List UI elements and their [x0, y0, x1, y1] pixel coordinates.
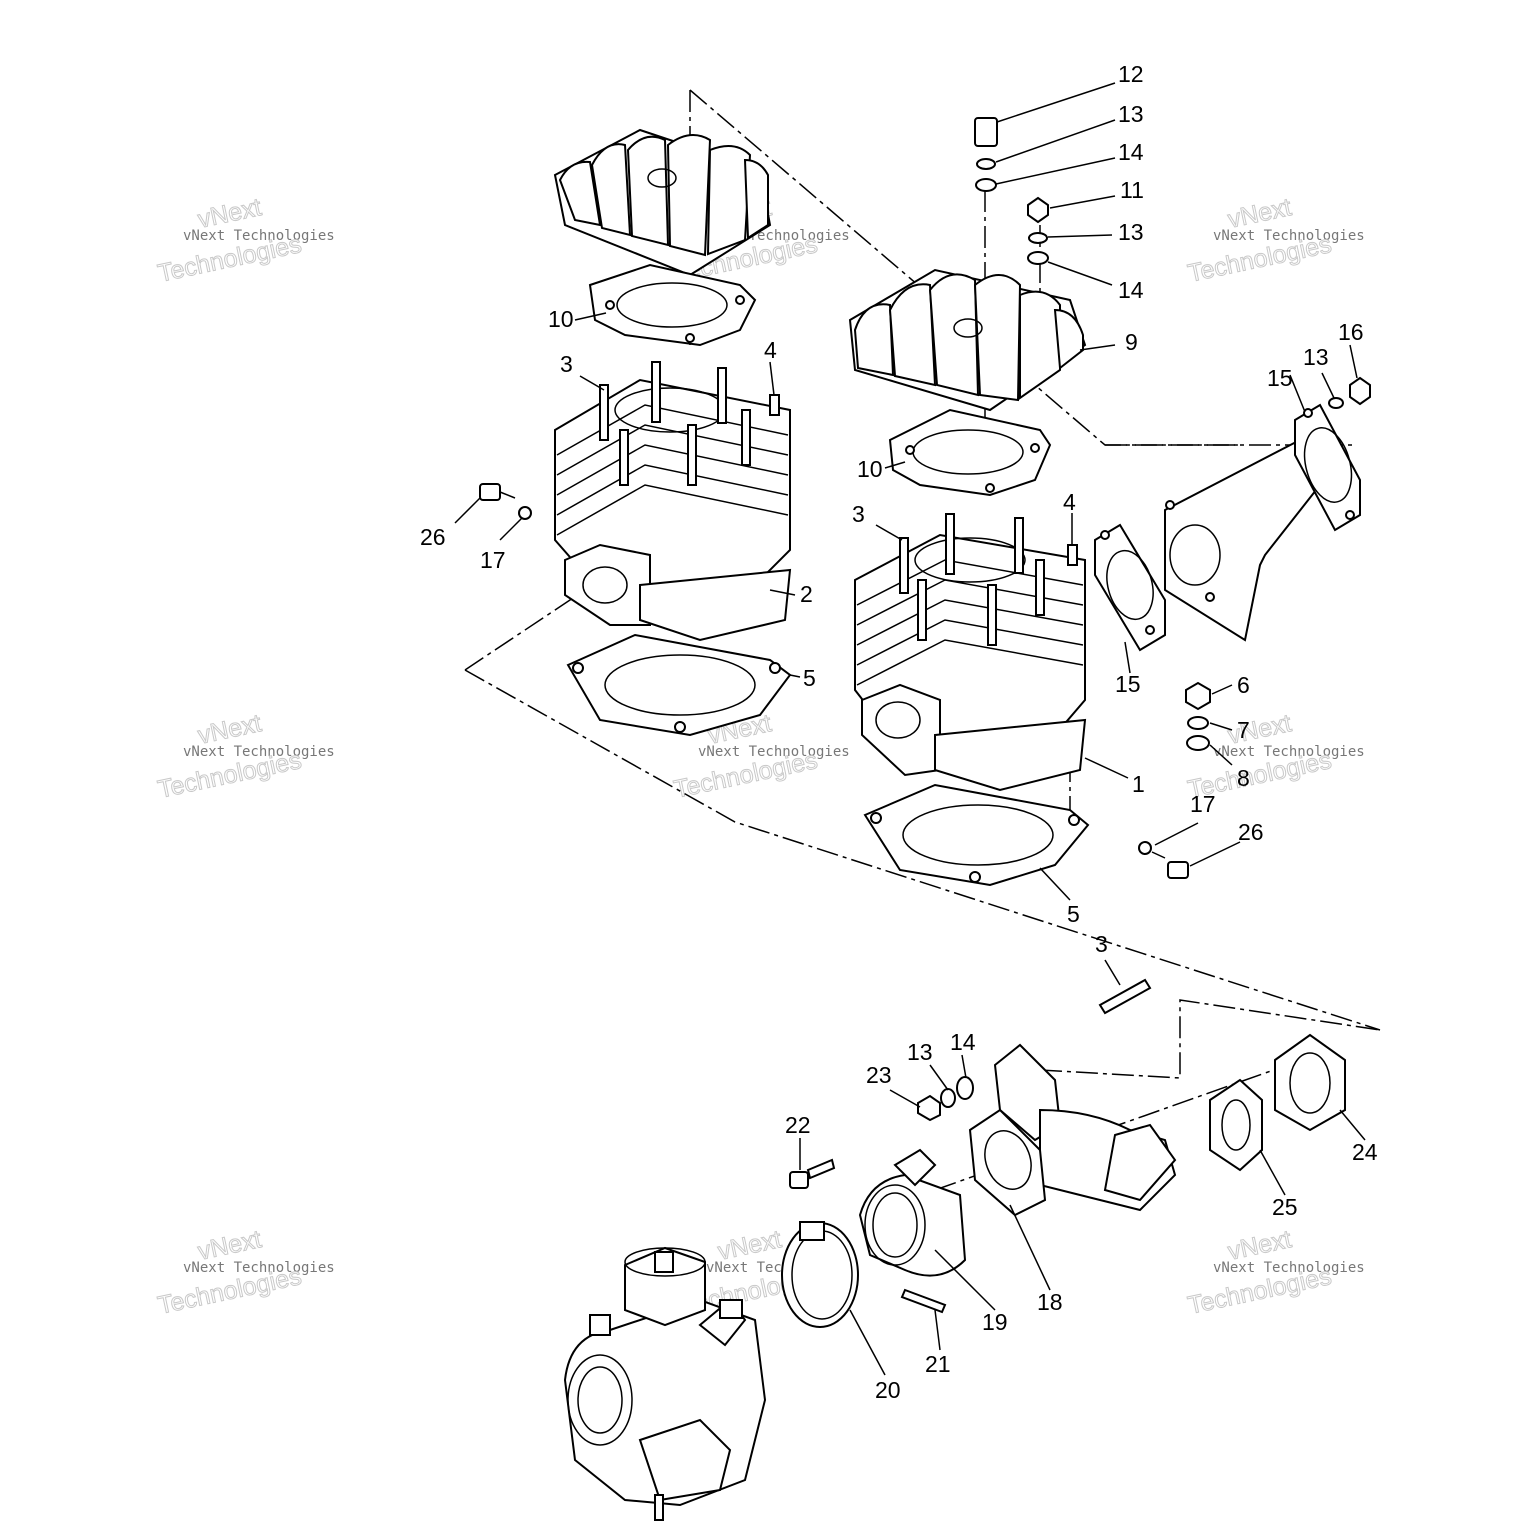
callout-1: 1 — [1132, 771, 1145, 797]
callout-11: 11 — [1120, 177, 1144, 203]
callout-15: 15 — [1267, 365, 1293, 391]
callout-25: 25 — [1272, 1194, 1298, 1220]
callout-14: 14 — [1118, 139, 1144, 165]
callout-20: 20 — [875, 1377, 901, 1403]
callout-5: 5 — [803, 665, 816, 691]
callout-13: 13 — [1118, 219, 1144, 245]
callout-22: 22 — [785, 1112, 811, 1138]
callout-5: 5 — [1067, 901, 1080, 927]
callout-13: 13 — [1303, 344, 1329, 370]
right-cylinder — [854, 513, 1087, 792]
intake-nut-washers — [917, 1076, 974, 1122]
callout-3: 3 — [560, 351, 573, 377]
callout-15: 15 — [1115, 671, 1141, 697]
callout-6: 6 — [1237, 672, 1250, 698]
intake-gasket-25 — [1209, 1078, 1263, 1172]
leader-lines — [454, 82, 1366, 1376]
callout-labels: 12 13 14 11 13 14 9 16 13 15 10 3 4 10 3… — [420, 61, 1378, 1403]
intake-clamp — [781, 1221, 859, 1328]
callout-4: 4 — [1063, 489, 1076, 515]
intake-manifold — [968, 1043, 1177, 1217]
watermark-top-left: vNext vNext Technologies Technologies — [155, 193, 335, 289]
callout-17: 17 — [1190, 791, 1216, 817]
intake-stud — [1098, 978, 1152, 1015]
right-base-gasket — [863, 783, 1090, 887]
exhaust-heat-shield — [1164, 438, 1322, 642]
top-hardware-stack — [974, 117, 1371, 409]
callout-14: 14 — [950, 1029, 976, 1055]
callout-21: 21 — [925, 1351, 951, 1377]
bolt-22 — [789, 1158, 836, 1189]
callout-10: 10 — [857, 456, 883, 482]
callout-16: 16 — [1338, 319, 1364, 345]
svg-text:vNext Technologies: vNext Technologies — [1213, 228, 1365, 244]
watermark-bottom-right: vNext vNext Technologies Technologies — [1185, 1225, 1365, 1321]
watermark-bottom-left: vNext vNext Technologies Technologies — [155, 1225, 335, 1321]
watermark-mid-left: vNext vNext Technologies Technologies — [155, 709, 335, 805]
left-cylinder — [554, 361, 792, 642]
exhaust-gasket-front — [1094, 523, 1166, 652]
callout-13: 13 — [1118, 101, 1144, 127]
right-cylinder-head — [848, 268, 1087, 412]
callout-18: 18 — [1037, 1289, 1063, 1315]
callout-23: 23 — [866, 1062, 892, 1088]
callout-24: 24 — [1352, 1139, 1378, 1165]
svg-text:vNext Technologies: vNext Technologies — [183, 228, 335, 244]
intake-spacer-24 — [1274, 1033, 1346, 1132]
left-base-gasket — [566, 633, 792, 737]
callout-3: 3 — [1095, 931, 1108, 957]
carburetor — [563, 1246, 767, 1521]
svg-text:vNext Technologies: vNext Technologies — [183, 1260, 335, 1276]
svg-text:vNext Technologies: vNext Technologies — [1213, 1260, 1365, 1276]
svg-text:vNext Technologies: vNext Technologies — [183, 744, 335, 760]
exhaust-gasket-rear — [1294, 403, 1361, 532]
callout-13: 13 — [907, 1039, 933, 1065]
callout-7: 7 — [1237, 717, 1250, 743]
callout-14: 14 — [1118, 277, 1144, 303]
right-head-gasket — [888, 408, 1052, 497]
callout-9: 9 — [1125, 329, 1138, 355]
callout-19: 19 — [982, 1309, 1008, 1335]
left-cylinder-head — [553, 128, 772, 277]
callout-10: 10 — [548, 306, 574, 332]
watermark-top-right: vNext vNext Technologies Technologies — [1185, 193, 1365, 289]
intake-boot — [858, 1148, 967, 1277]
nut-washer-stack — [1185, 681, 1211, 751]
clamp-screw-21 — [900, 1288, 947, 1314]
callout-12: 12 — [1118, 61, 1144, 87]
svg-text:vNext Technologies: vNext Technologies — [698, 744, 850, 760]
callout-26: 26 — [420, 524, 446, 550]
left-bolt-and-washer — [479, 483, 532, 520]
callout-3: 3 — [852, 501, 865, 527]
callout-4: 4 — [764, 337, 777, 363]
callout-2: 2 — [800, 581, 813, 607]
left-head-gasket — [588, 263, 757, 347]
callout-26: 26 — [1238, 819, 1264, 845]
svg-text:vNext Technologies: vNext Technologies — [1213, 744, 1365, 760]
right-bolt-and-washer — [1138, 841, 1189, 879]
callout-8: 8 — [1237, 765, 1250, 791]
callout-17: 17 — [480, 547, 506, 573]
